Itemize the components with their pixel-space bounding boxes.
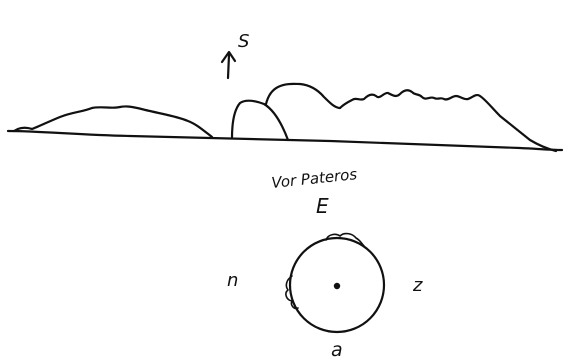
compass-top-letter: E xyxy=(316,194,329,218)
compass-left-letter: n xyxy=(227,270,238,291)
compass-right-letter: z xyxy=(412,275,423,296)
arrow-label: S xyxy=(238,31,249,52)
center-dot xyxy=(334,283,340,289)
rear-dome xyxy=(266,84,340,108)
caption-text: Vor Pateros xyxy=(271,165,359,192)
circle-diagram xyxy=(286,234,384,332)
up-arrow-icon xyxy=(222,52,235,78)
front-dome xyxy=(232,101,288,140)
compass-bottom-letter: a xyxy=(331,339,343,361)
